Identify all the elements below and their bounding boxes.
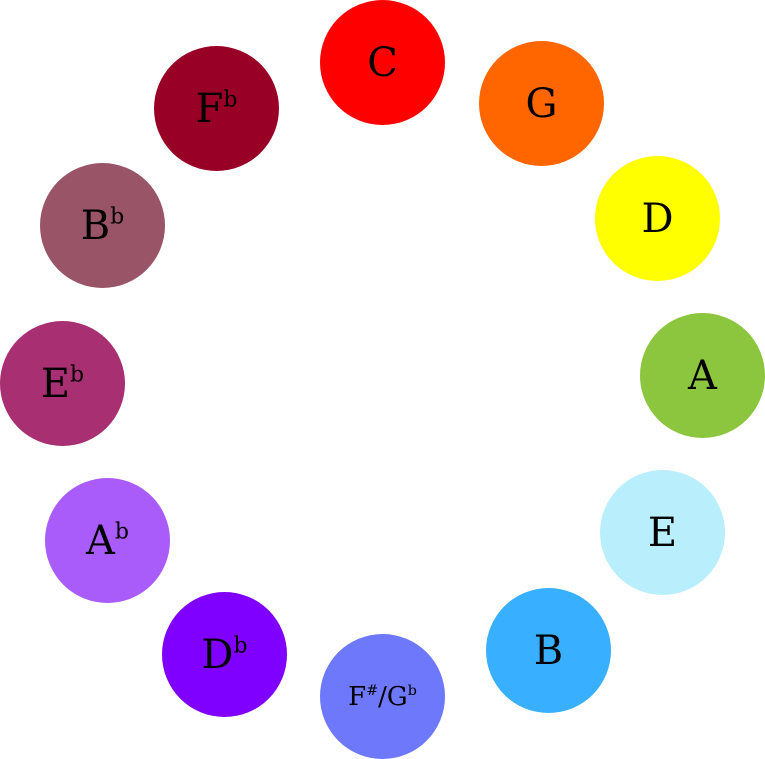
note-name: B [80,202,111,249]
note-circle-c: C [320,0,445,125]
note-circle-aflat: Ab [45,478,170,603]
note-label: E [648,510,677,556]
note-circle-eflat: Eb [0,321,125,446]
note-label: D [641,196,673,242]
note-circle-b: B [486,588,611,713]
note-circle-fsharp-gflat: F#/Gb [320,634,445,759]
note-label: Eb [41,361,84,407]
note-label: C [367,40,398,86]
note-label: G [526,81,558,127]
note-name: E [647,509,678,556]
note-label: F#/Gb [348,682,417,712]
note-name: F [348,681,367,712]
accidental: b [70,362,85,388]
note-circle-d: D [595,156,720,281]
note-name: G [525,80,558,127]
accidental: # [366,682,379,699]
accidental: b [223,87,238,113]
note-circle-dflat: Db [162,592,287,717]
note-name: D [201,631,234,678]
accidental: b [114,519,129,545]
note-label: Fb [196,86,238,132]
note-name: E [40,360,71,407]
note-name: C [367,39,398,86]
note-circle-g: G [479,41,604,166]
note-circle-fflat: Fb [154,46,279,171]
note-circle-e: E [600,470,725,595]
note-label: B [534,628,563,674]
note-circle-bflat: Bb [40,163,165,288]
note-name: A [86,517,115,564]
note-name: B [533,627,564,674]
note-label: Db [201,632,247,678]
accidental: b [233,633,248,659]
note-name: /G [378,681,408,712]
note-name: F [195,85,224,132]
accidental: b [407,682,417,699]
accidental: b [110,204,125,230]
note-label: A [688,353,717,399]
note-label: Ab [86,518,129,564]
note-name: A [688,352,717,399]
note-name: D [641,195,674,242]
note-label: Bb [81,203,125,249]
note-circle-a: A [640,313,765,438]
